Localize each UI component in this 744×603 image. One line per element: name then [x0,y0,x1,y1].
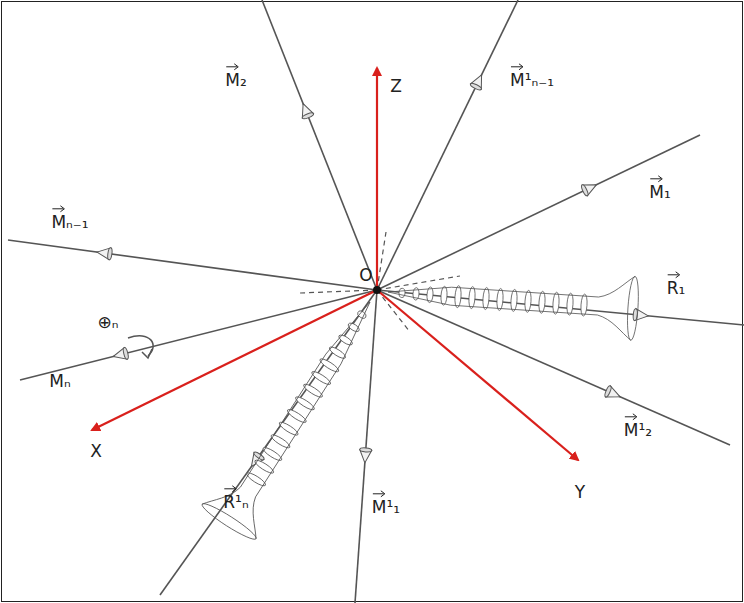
cone-marker [470,72,487,91]
cone-marker [604,385,623,402]
vector-label: ⊕ₙ [97,312,118,332]
axis-ray [8,240,377,290]
axis-label: ⊕ₙ [97,312,118,332]
vector-arrow [51,205,65,213]
axis-label: Z [390,76,402,96]
vector-arrow [225,63,239,71]
cone-marker [580,179,599,196]
vector-label: M¹₂ [624,420,652,440]
vector-label: R₁ [667,278,686,298]
vector-label: M¹₁ [372,497,400,517]
axis-ray [355,290,377,603]
axis-label: Mₙ [49,371,70,391]
axis-label: X [90,441,102,461]
vector-label: M¹ₙ₋₁ [510,70,554,90]
cone-marker [633,308,649,321]
axis-label: M¹₂ [624,420,652,440]
vector-arrow [649,175,663,183]
vector-label: Mₙ₋₁ [51,212,88,232]
axis-label: Y [575,482,585,502]
vector-label: X [90,441,102,461]
axis-label: M¹ₙ₋₁ [510,70,554,90]
vector-label: O [359,265,372,285]
vector-label: Y [575,482,585,502]
axis-ray [20,290,377,380]
cone-marker [96,246,112,260]
vector-arrow [223,485,237,493]
axis-ray [377,290,730,445]
vector-arrow [667,271,681,279]
vector-arrow [624,413,638,421]
vector-label: R¹ₙ [223,492,248,512]
vector-label: M₂ [225,70,246,90]
vector-label: M₁ [649,182,670,202]
vector-label: Z [390,76,402,96]
vector-arrow [372,490,386,498]
axis-ray [262,0,377,290]
cone-marker [359,447,372,463]
axis-label: R₁ [667,278,686,298]
axis-ray [377,135,700,290]
axis-label: M₁ [649,182,670,202]
cone-marker [298,101,315,119]
axis-label: M₂ [225,70,246,90]
cone-marker [112,347,129,362]
axis-label: O [359,265,372,285]
axis-label: M¹₁ [372,497,400,517]
axis-label: R¹ₙ [223,492,248,512]
screw-drawing [199,285,396,543]
vector-label: Mₙ [49,371,70,391]
axis-ray [377,0,518,290]
vector-arrow [510,63,524,71]
axis-label: Mₙ₋₁ [51,212,88,232]
